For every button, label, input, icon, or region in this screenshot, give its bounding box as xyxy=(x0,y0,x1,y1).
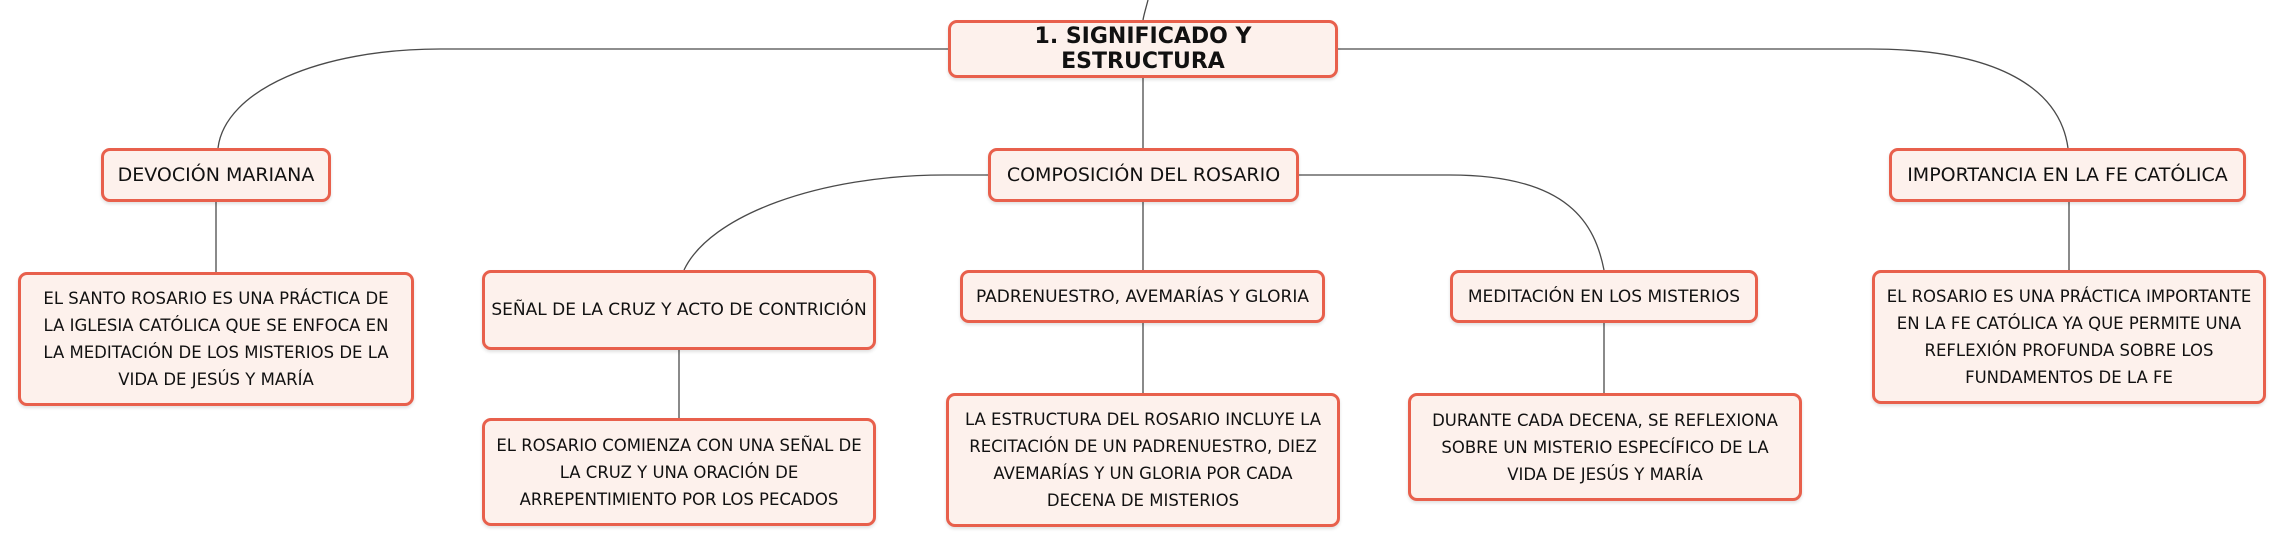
connector-root-to-devocion xyxy=(217,48,948,149)
senal-title: SEÑAL DE LA CRUZ Y ACTO DE CONTRICIÓN xyxy=(491,300,867,320)
devocion-title: DEVOCIÓN MARIANA xyxy=(117,164,315,186)
senal-node[interactable]: SEÑAL DE LA CRUZ Y ACTO DE CONTRICIÓN xyxy=(482,270,876,350)
devocion-detail: EL SANTO ROSARIO ES UNA PRÁCTICA DE LA I… xyxy=(43,289,389,389)
meditacion-title: MEDITACIÓN EN LOS MISTERIOS xyxy=(1467,286,1741,307)
oraciones-detail-node[interactable]: LA ESTRUCTURA DEL ROSARIO INCLUYE LA REC… xyxy=(946,393,1340,527)
root-label: 1. SIGNIFICADO Y ESTRUCTURA xyxy=(1034,24,1252,74)
senal-detail: EL ROSARIO COMIENZA CON UNA SEÑAL DE LA … xyxy=(496,435,862,509)
connector-composicion-to-senal xyxy=(683,174,990,271)
oraciones-title: PADRENUESTRO, AVEMARÍAS Y GLORIA xyxy=(975,286,1310,307)
connector-composicion-to-meditacion xyxy=(1297,174,1605,271)
connector-parent-to-root xyxy=(1142,0,1149,21)
meditacion-detail: DURANTE CADA DECENA, SE REFLEXIONA SOBRE… xyxy=(1432,410,1778,484)
root-node[interactable]: 1. SIGNIFICADO Y ESTRUCTURA xyxy=(948,20,1338,78)
senal-detail-node[interactable]: EL ROSARIO COMIENZA CON UNA SEÑAL DE LA … xyxy=(482,418,876,526)
importancia-detail: EL ROSARIO ES UNA PRÁCTICA IMPORTANTE EN… xyxy=(1886,287,2252,387)
composicion-node[interactable]: COMPOSICIÓN DEL ROSARIO xyxy=(988,148,1299,202)
composicion-title: COMPOSICIÓN DEL ROSARIO xyxy=(1006,164,1281,186)
importancia-title: IMPORTANCIA EN LA FE CATÓLICA xyxy=(1907,164,2228,186)
devocion-node[interactable]: DEVOCIÓN MARIANA xyxy=(101,148,331,202)
meditacion-node[interactable]: MEDITACIÓN EN LOS MISTERIOS xyxy=(1450,270,1758,323)
oraciones-detail: LA ESTRUCTURA DEL ROSARIO INCLUYE LA REC… xyxy=(964,410,1322,510)
connector-root-to-importancia xyxy=(1338,48,2069,149)
meditacion-detail-node[interactable]: DURANTE CADA DECENA, SE REFLEXIONA SOBRE… xyxy=(1408,393,1802,501)
oraciones-node[interactable]: PADRENUESTRO, AVEMARÍAS Y GLORIA xyxy=(960,270,1325,323)
importancia-detail-node[interactable]: EL ROSARIO ES UNA PRÁCTICA IMPORTANTE EN… xyxy=(1872,270,2266,404)
devocion-detail-node[interactable]: EL SANTO ROSARIO ES UNA PRÁCTICA DE LA I… xyxy=(18,272,414,406)
importancia-node[interactable]: IMPORTANCIA EN LA FE CATÓLICA xyxy=(1889,148,2246,202)
